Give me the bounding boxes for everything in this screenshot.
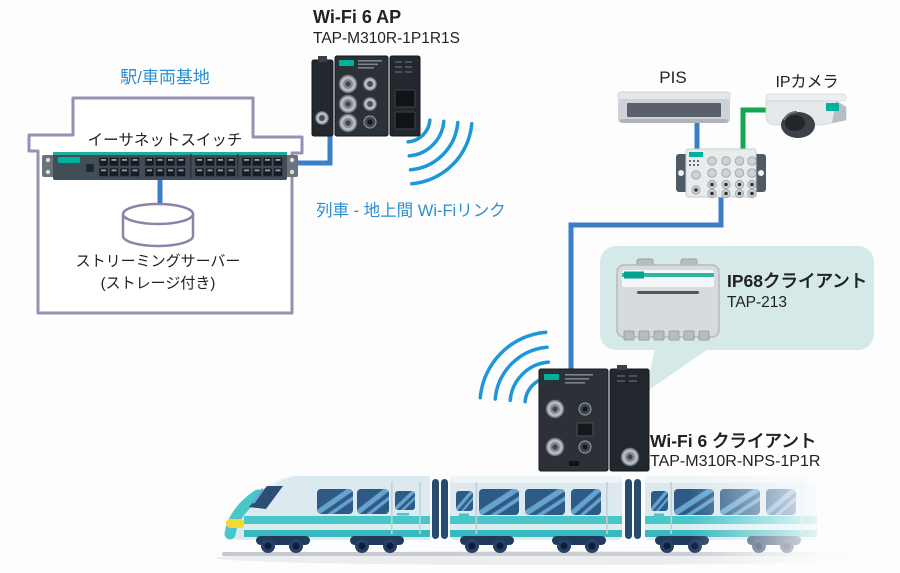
tap213-image xyxy=(616,258,720,341)
ethernet-switch-label: イーサネットスイッチ xyxy=(87,132,243,149)
ap-title: Wi-Fi 6 AP xyxy=(313,7,402,27)
callout-model: TAP-213 xyxy=(727,294,788,311)
wifi-link-label: 列車 - 地上間 Wi-Fiリンク xyxy=(316,202,506,220)
m12-switch-image xyxy=(676,148,766,199)
streaming-server-icon xyxy=(121,202,195,248)
wifi6-ap-image xyxy=(311,55,421,137)
ethernet-switch-image xyxy=(42,152,298,180)
callout-title: IP68クライアント xyxy=(727,271,868,291)
streaming-server-label: ストリーミングサーバー (ストレージ付き) xyxy=(48,251,268,295)
station-zone-label: 駅/車両基地 xyxy=(120,68,210,87)
pis-display-image xyxy=(617,91,731,123)
cable-switch-to-client xyxy=(568,193,724,370)
pis-label: PIS xyxy=(659,68,687,87)
train-image xyxy=(224,476,817,553)
train-nose-car xyxy=(224,476,430,553)
client-title: Wi-Fi 6 クライアント xyxy=(650,431,817,451)
train-fade-overlay xyxy=(690,452,900,573)
cable-camera-to-switch xyxy=(740,107,768,155)
train-coupling xyxy=(432,479,641,539)
streaming-server-line2: (ストレージ付き) xyxy=(100,275,216,292)
wifi6-client-image xyxy=(538,365,650,472)
streaming-server-line1: ストリーミングサーバー xyxy=(75,253,241,270)
client-model: TAP-M310R-NPS-1P1R xyxy=(650,453,821,470)
ap-model: TAP-M310R-1P1R1S xyxy=(313,30,461,47)
ip-camera-image xyxy=(765,93,847,138)
ip-camera-label: IPカメラ xyxy=(775,74,839,91)
